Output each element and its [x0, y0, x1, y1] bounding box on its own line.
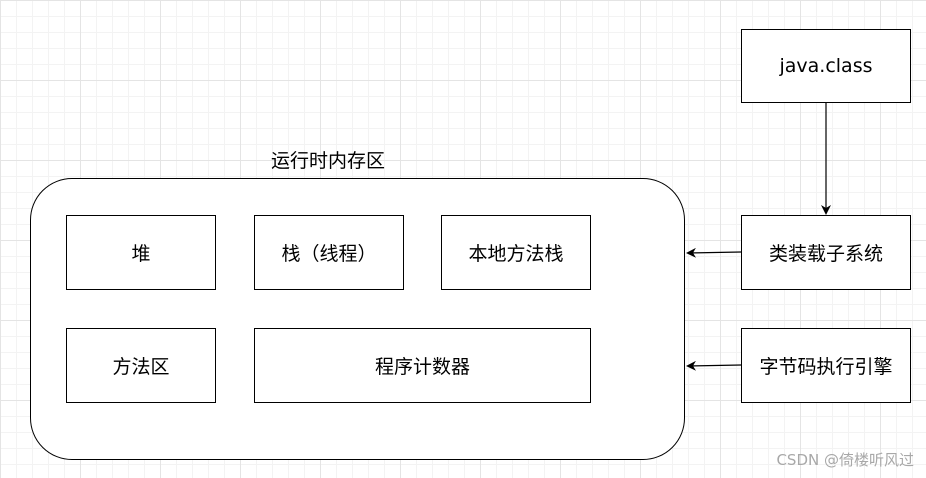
runtime-area-title: 运行时内存区	[271, 150, 386, 172]
program-counter-block: 程序计数器	[254, 328, 591, 403]
stack-block: 栈（线程）	[254, 215, 404, 290]
java-class-box: java.class	[741, 29, 911, 103]
watermark: CSDN @倚楼听风过	[776, 451, 914, 469]
bytecode-execution-engine-box: 字节码执行引擎	[741, 328, 911, 403]
method-area-block: 方法区	[66, 328, 216, 403]
class-loader-subsystem-box: 类装载子系统	[741, 215, 911, 290]
heap-block: 堆	[66, 215, 216, 290]
arrow-engine-to-runtime	[686, 360, 742, 371]
arrow-loader-to-runtime	[686, 247, 742, 258]
native-method-stack-block: 本地方法栈	[441, 215, 591, 290]
